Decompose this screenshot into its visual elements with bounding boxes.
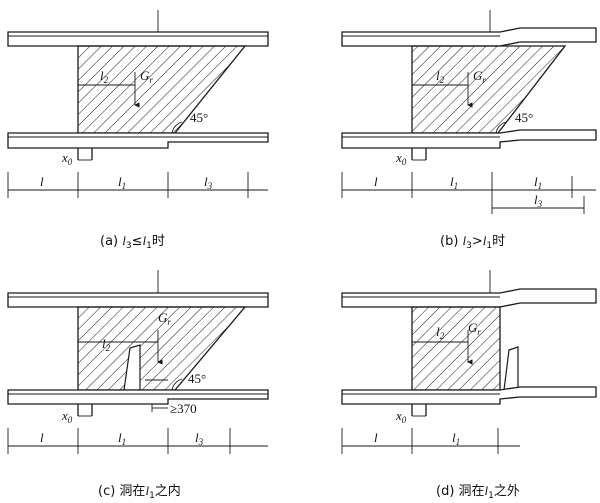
dim-l1b: l1 (534, 174, 542, 191)
label-l2: l2 (102, 336, 111, 353)
label-x0: x0 (395, 150, 407, 167)
panel-c: l2 Gr 45° ≥370 x0 l l1 l3 (c) 洞在l1之内 (7, 270, 269, 501)
dim-l1: l1 (118, 430, 126, 447)
caption-c: (c) 洞在l1之内 (98, 483, 181, 501)
load-area-hatch (77, 45, 247, 134)
label-45deg: 45° (190, 110, 208, 125)
caption-a: (a) l3≤l1时 (100, 233, 165, 251)
caption-d: (d) 洞在l1之外 (436, 483, 520, 501)
opening (503, 346, 519, 391)
panel-b: l2 Gr 45° x0 l l1 l1 l3 (b) l3>l1时 (341, 10, 597, 251)
dim-l1: l1 (450, 174, 458, 191)
dim-l: l (40, 174, 44, 189)
lintel-slab (7, 132, 269, 149)
lintel-slab (7, 389, 269, 405)
label-gr: Gr (468, 320, 481, 337)
top-slab (7, 292, 269, 308)
label-l2: l2 (100, 68, 109, 85)
dim-l: l (374, 174, 378, 189)
label-x0: x0 (61, 150, 73, 167)
label-45deg: 45° (188, 371, 206, 386)
label-gr: Gr (140, 68, 153, 85)
lintel-slab (341, 386, 597, 405)
top-slab (341, 27, 597, 47)
dim-l1: l1 (452, 430, 460, 447)
lintel-slab (341, 129, 597, 149)
load-area-hatch (411, 45, 567, 134)
panel-a: l2 Gr 45° x0 l l1 l3 (a) l3≤l1时 (7, 10, 269, 251)
dim-l: l (40, 430, 44, 445)
label-gr: Gr (473, 68, 486, 85)
dim-l3: l3 (534, 192, 543, 209)
top-slab (7, 31, 269, 47)
label-45deg: 45° (515, 110, 533, 125)
caption-b: (b) l3>l1时 (440, 233, 505, 251)
label-gr: Gr (158, 310, 171, 327)
panel-d: l2 Gr x0 l l1 (d) 洞在l1之外 (341, 270, 597, 501)
dim-l1: l1 (118, 174, 126, 191)
dim-l: l (374, 430, 378, 445)
label-min-dim: ≥370 (170, 401, 197, 416)
dim-l3: l3 (195, 430, 204, 447)
label-x0: x0 (61, 408, 73, 425)
dim-l3: l3 (204, 174, 213, 191)
label-x0: x0 (395, 408, 407, 425)
load-area-hatch (411, 306, 501, 391)
label-l2: l2 (436, 68, 445, 85)
top-slab (341, 288, 597, 308)
label-l2: l2 (436, 324, 445, 341)
